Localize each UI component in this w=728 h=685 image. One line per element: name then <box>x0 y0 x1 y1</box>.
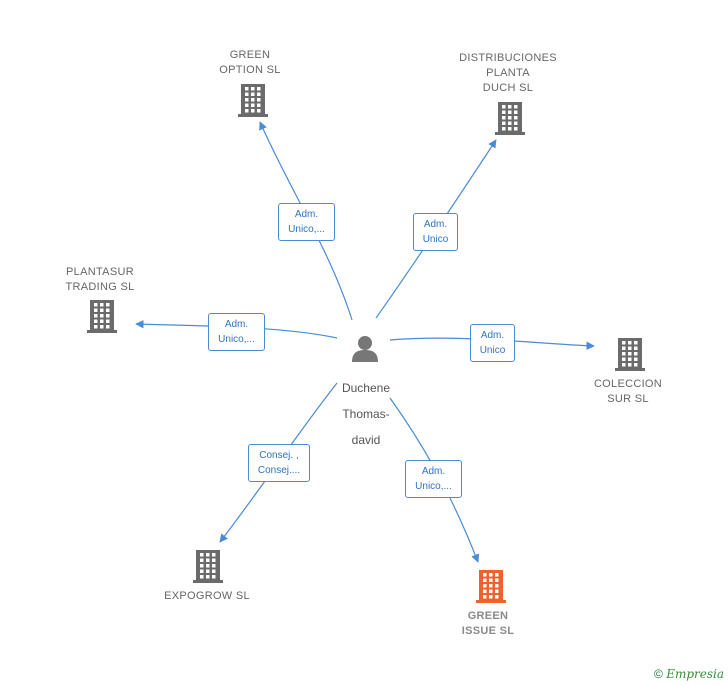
company-label-distribuciones[interactable]: DISTRIBUCIONES PLANTA DUCH SL <box>459 52 557 94</box>
person-icon[interactable] <box>352 336 378 362</box>
brand-name: Empresia <box>666 667 724 681</box>
building-icon-green-option[interactable] <box>238 84 268 117</box>
role-line: Adm. <box>421 466 446 477</box>
person-name[interactable]: Duchene Thomas- david <box>326 369 406 447</box>
person-name-line-3: david <box>351 433 381 447</box>
role-line: Unico <box>479 345 506 356</box>
building-icon-expogrow[interactable] <box>193 550 223 583</box>
role-line: Unico,... <box>415 481 452 492</box>
role-label-expogrow[interactable]: Consej. , Consej.... <box>248 444 310 482</box>
role-label-green-option[interactable]: Adm. Unico,... <box>278 203 335 241</box>
person-name-line-2: Thomas- <box>342 407 390 421</box>
copyright-icon: © <box>654 667 663 681</box>
role-line: Adm. <box>423 219 448 230</box>
building-icon-coleccion[interactable] <box>615 338 645 371</box>
company-label-green-issue[interactable]: GREEN ISSUE SL <box>461 610 515 637</box>
role-line: Unico,... <box>218 334 255 345</box>
role-label-green-issue[interactable]: Adm. Unico,... <box>405 460 462 498</box>
role-label-coleccion[interactable]: Adm. Unico <box>470 324 515 362</box>
person-name-line-1: Duchene <box>341 381 391 395</box>
role-line: Adm. <box>294 209 319 220</box>
company-label-plantasur[interactable]: PLANTASUR TRADING SL <box>65 266 135 293</box>
role-line: Unico,... <box>288 224 325 235</box>
footer-brand[interactable]: © Empresia <box>654 667 724 681</box>
company-label-expogrow[interactable]: EXPOGROW SL <box>164 590 250 602</box>
role-label-plantasur[interactable]: Adm. Unico,... <box>208 313 265 351</box>
role-line: Consej.... <box>257 465 301 476</box>
role-line: Adm. <box>480 330 505 341</box>
company-label-green-option[interactable]: GREEN OPTION SL <box>219 49 281 76</box>
role-line: Adm. <box>224 319 249 330</box>
building-icon-distribuciones[interactable] <box>495 102 525 135</box>
building-icon-green-issue[interactable] <box>476 570 506 603</box>
role-line: Consej. , <box>259 450 299 461</box>
role-line: Unico <box>422 234 449 245</box>
role-label-distribuciones[interactable]: Adm. Unico <box>413 213 458 251</box>
company-label-coleccion[interactable]: COLECCION SUR SL <box>593 378 663 405</box>
building-icon-plantasur[interactable] <box>87 300 117 333</box>
